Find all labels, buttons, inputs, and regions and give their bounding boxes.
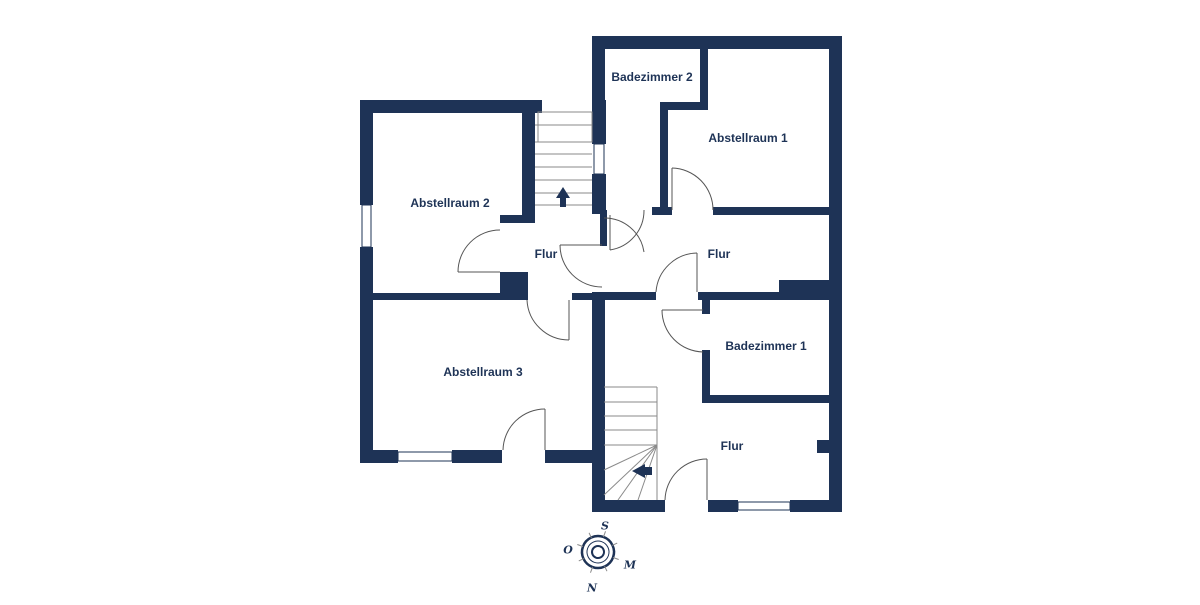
windows — [361, 143, 791, 511]
room-label-abstellraum-2: Abstellraum 2 — [410, 196, 490, 210]
stair-up-arrow-icon — [556, 187, 570, 207]
compass-south-label: S — [601, 519, 609, 533]
lower-staircase — [603, 386, 658, 501]
doors — [457, 167, 714, 501]
room-label-abstellraum-1: Abstellraum 1 — [708, 131, 788, 145]
compass-rose-icon — [577, 531, 619, 573]
compass-north-label: N — [586, 581, 598, 595]
stair-left-arrow-icon — [632, 464, 652, 478]
room-label-badezimmer-1: Badezimmer 1 — [725, 339, 807, 353]
room-label-abstellraum-3: Abstellraum 3 — [443, 365, 523, 379]
compass-east-label: O — [563, 543, 573, 557]
room-label-flur-upper-right: Flur — [707, 247, 731, 261]
walls — [360, 36, 842, 512]
room-label-flur-upper-left: Flur — [534, 247, 558, 261]
compass-west-label: M — [623, 558, 637, 572]
room-label-badezimmer-2: Badezimmer 2 — [611, 70, 693, 84]
room-label-flur-lower: Flur — [720, 439, 744, 453]
